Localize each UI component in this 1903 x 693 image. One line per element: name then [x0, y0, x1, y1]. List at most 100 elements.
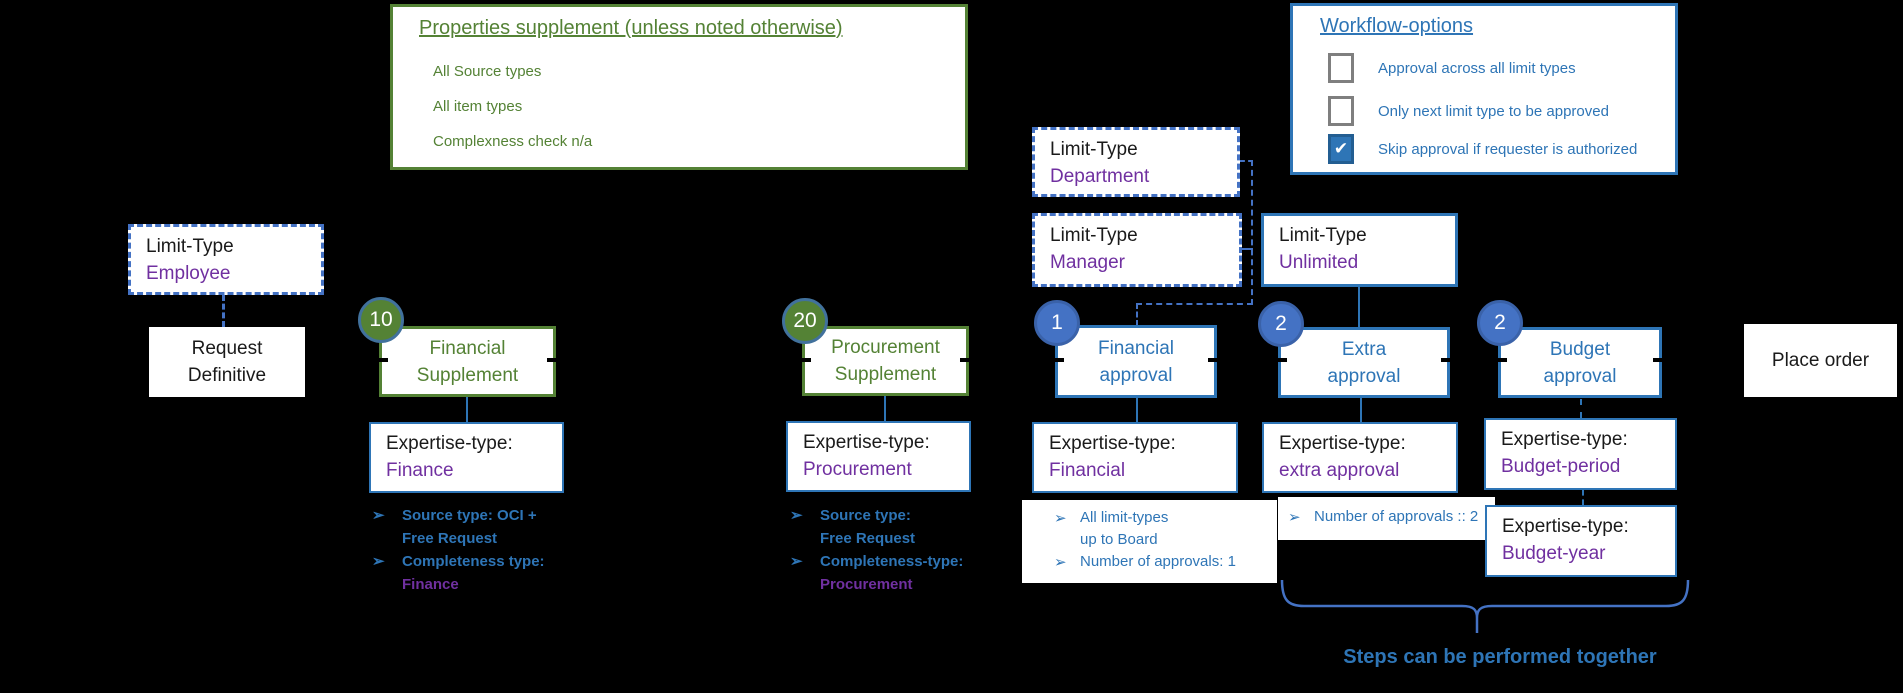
note-line: Completeness-type: [820, 553, 964, 570]
expertise-procurement-node: Expertise-type: Procurement [786, 421, 971, 492]
arrow-bullet-icon: ➢ [790, 507, 803, 524]
checkbox-unchecked-icon[interactable] [1328, 96, 1354, 126]
arrow-bullet-icon: ➢ [1054, 510, 1067, 527]
badge-number: 2 [1275, 312, 1287, 335]
workflow-option-row: Approval across all limit types [1328, 52, 1576, 84]
brace-label: Steps can be performed together [1343, 646, 1657, 668]
connector-procsupp-expertise [884, 396, 886, 421]
expertise-financial-node: Expertise-type: Financial [1032, 422, 1238, 493]
workflow-option-label: Only next limit type to be approved [1378, 102, 1609, 120]
arrow-bullet-icon: ➢ [372, 507, 385, 524]
connector-manager-dash [1242, 248, 1253, 250]
note-line: Completeness type: [402, 553, 545, 570]
properties-panel-title: Properties supplement (unless noted othe… [419, 17, 843, 39]
node-line: approval [1327, 365, 1401, 387]
connector-stub [960, 358, 969, 362]
connector-budgetappr-period [1580, 399, 1582, 418]
properties-item: All Source types [433, 63, 542, 80]
arrow-bullet-icon: ➢ [372, 553, 385, 570]
budget-approval-node: Budget approval [1498, 327, 1662, 398]
connector-stub [1208, 358, 1217, 362]
node-line: approval [1099, 364, 1173, 386]
note-line: up to Board [1080, 531, 1158, 548]
expertise-value: Budget-year [1502, 543, 1606, 564]
arrow-bullet-icon: ➢ [1288, 509, 1301, 526]
connector-stub [1278, 358, 1287, 362]
connector-dash-horizontal [1136, 303, 1253, 305]
note-line: Procurement [820, 576, 913, 593]
arrow-bullet-icon: ➢ [1054, 554, 1067, 571]
connector-finappr-expertise [1136, 398, 1138, 422]
step-number-badge: 2 [1477, 300, 1523, 346]
step-number-badge: 1 [1034, 300, 1080, 346]
expertise-budget-year-node: Expertise-type: Budget-year [1485, 505, 1677, 577]
limit-type-label: Limit-Type [1279, 225, 1367, 246]
node-line: Extra [1341, 338, 1387, 360]
badge-number: 10 [369, 308, 393, 331]
node-line: Supplement [834, 364, 937, 385]
expertise-finance-node: Expertise-type: Finance [369, 422, 564, 493]
bullet-item: ➢ Completeness type: Finance [372, 550, 545, 596]
connector-stub [1441, 358, 1450, 362]
note-line: Number of approvals :: 2 [1314, 508, 1479, 525]
workflow-options-panel: Workflow-options Approval across all lim… [1290, 3, 1678, 175]
connector-stub [1055, 358, 1064, 362]
note-line: Source type: [820, 507, 911, 524]
connector-stub [1653, 358, 1662, 362]
expertise-budget-period-node: Expertise-type: Budget-period [1484, 418, 1677, 490]
limit-type-value: Employee [146, 263, 231, 284]
node-line: Budget [1549, 338, 1611, 360]
connector-period-year [1582, 490, 1584, 505]
workflow-option-label: Skip approval if requester is authorized [1378, 140, 1638, 158]
note-line: Finance [402, 576, 459, 593]
financial-approval-node: Financial approval [1055, 325, 1217, 398]
limit-type-manager-node: Limit-Type Manager [1032, 213, 1242, 287]
badge-number: 20 [793, 309, 817, 332]
expertise-extra-node: Expertise-type: extra approval [1262, 422, 1458, 493]
workflow-option-label: Approval across all limit types [1378, 59, 1576, 77]
finance-notes: ➢ Source type: OCI + Free Request ➢ Comp… [372, 504, 545, 596]
request-definitive-node: Request Definitive [149, 327, 305, 397]
workflow-options-title: Workflow-options [1320, 15, 1474, 37]
bullet-item: ➢ Number of approvals :: 2 [1288, 506, 1495, 529]
bullet-item: ➢ Number of approvals: 1 [1054, 551, 1277, 574]
badge-number: 2 [1494, 311, 1506, 334]
limit-type-label: Limit-Type [146, 236, 234, 257]
connector-extraappr-expertise [1360, 398, 1362, 422]
node-line: Place order [1771, 350, 1870, 371]
expertise-label: Expertise-type: [1501, 429, 1628, 450]
expertise-label: Expertise-type: [386, 433, 513, 454]
bullet-item: ➢ Source type: Free Request [790, 504, 963, 550]
connector-dash-to-financial-approval [1136, 303, 1138, 326]
node-line: Definitive [187, 365, 267, 386]
note-line: Free Request [820, 530, 916, 547]
connector-stub [1498, 358, 1507, 362]
expertise-label: Expertise-type: [1279, 433, 1406, 454]
connector-employee-request [222, 295, 225, 327]
note-line: All limit-types [1080, 509, 1169, 526]
limit-type-label: Limit-Type [1050, 139, 1138, 160]
financial-approval-notes: ➢ All limit-types up to Board ➢ Number o… [1022, 500, 1277, 583]
properties-panel: Properties supplement (unless noted othe… [390, 4, 968, 170]
step-number-badge: 20 [782, 298, 828, 344]
expertise-value: Budget-period [1501, 456, 1621, 477]
bullet-item: ➢ Completeness-type: Procurement [790, 550, 963, 596]
checkbox-checked-icon[interactable]: ✔ [1328, 134, 1354, 164]
limit-type-value: Unlimited [1279, 252, 1359, 273]
connector-stub [379, 358, 388, 362]
connector-stub [802, 358, 811, 362]
brace-shape [1280, 579, 1690, 633]
expertise-label: Expertise-type: [1502, 516, 1629, 537]
properties-item: Complexness check n/a [433, 133, 593, 150]
node-line: Supplement [416, 364, 519, 386]
limit-type-department-node: Limit-Type Department [1032, 127, 1240, 197]
checkbox-unchecked-icon[interactable] [1328, 53, 1354, 83]
note-line: Source type: OCI + [402, 507, 537, 524]
limit-type-label: Limit-Type [1050, 225, 1138, 246]
limit-type-value: Manager [1050, 252, 1125, 273]
note-line: Number of approvals: 1 [1080, 553, 1236, 570]
limit-type-employee-node: Limit-Type Employee [128, 224, 324, 295]
extra-approval-node: Extra approval [1278, 327, 1450, 398]
node-line: Procurement [831, 337, 940, 358]
